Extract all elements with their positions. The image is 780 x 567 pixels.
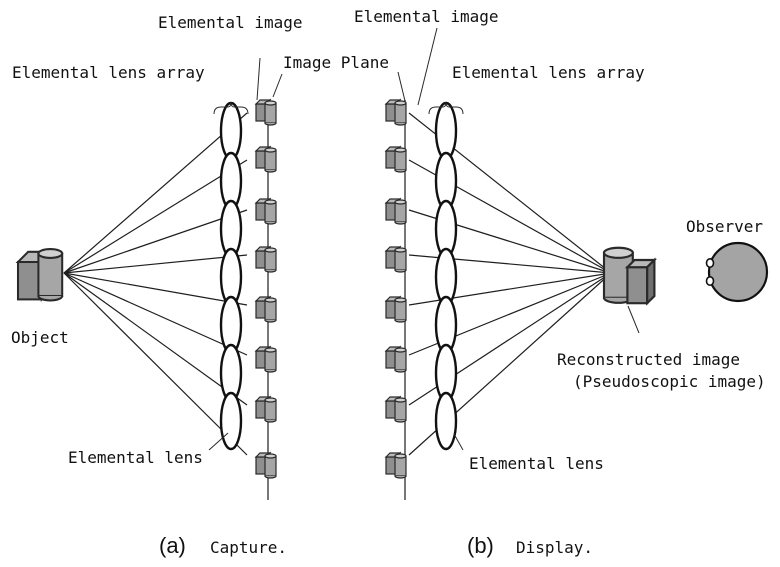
capture-ray-6 xyxy=(63,272,248,356)
reconstructed-image-block xyxy=(602,246,658,306)
display-elemental-image-block-5 xyxy=(384,295,407,323)
capture-elemental-lens-array xyxy=(219,101,243,451)
label-reconstructed-image-line1: Reconstructed image xyxy=(557,350,740,369)
label-capture-elemental-lens: Elemental lens xyxy=(68,448,203,467)
capture-image-plane-leader xyxy=(272,73,283,98)
capture-ray-2 xyxy=(63,159,248,274)
capture-elemental-lens-1 xyxy=(219,101,243,161)
capture-elemental-image-block-4 xyxy=(254,245,277,273)
capture-elemental-image-leader xyxy=(256,57,261,101)
capture-rays xyxy=(63,112,248,456)
observer xyxy=(705,241,769,303)
display-image-plane-leader xyxy=(397,71,406,102)
capture-ray-3 xyxy=(63,209,248,274)
label-display-elemental-image: Elemental image xyxy=(354,7,499,26)
label-reconstructed-image-line2: (Pseudoscopic image) xyxy=(573,372,766,391)
display-elemental-image-block-8 xyxy=(384,451,407,479)
caption-capture-word: Capture. xyxy=(210,538,287,557)
display-elemental-lens-7 xyxy=(434,391,458,451)
label-object: Object xyxy=(11,328,69,347)
display-elemental-images xyxy=(384,98,407,479)
label-display-elemental-lens: Elemental lens xyxy=(469,454,604,473)
capture-elemental-image-block-8 xyxy=(254,451,277,479)
reconstructed-image-leader xyxy=(627,305,640,334)
capture-elemental-image-block-2 xyxy=(254,145,277,173)
display-elemental-image-block-3 xyxy=(384,197,407,225)
capture-ray-4 xyxy=(63,254,248,274)
capture-lens-array-brace xyxy=(213,101,249,115)
display-elemental-lens-leader xyxy=(453,433,464,451)
label-capture-lens-array: Elemental lens array xyxy=(12,63,205,82)
label-capture-elemental-image: Elemental image xyxy=(158,13,303,32)
capture-elemental-lens-7 xyxy=(219,391,243,451)
display-elemental-image-block-4 xyxy=(384,245,407,273)
display-elemental-image-block-6 xyxy=(384,345,407,373)
capture-elemental-images xyxy=(254,98,277,479)
label-capture-image-plane: Image Plane xyxy=(283,53,389,72)
caption-display-marker: (b) xyxy=(467,533,494,558)
capture-elemental-image-block-3 xyxy=(254,197,277,225)
display-elemental-image-block-2 xyxy=(384,145,407,173)
caption-display-word: Display. xyxy=(516,538,593,557)
capture-elemental-image-block-5 xyxy=(254,295,277,323)
caption-capture-marker: (a) xyxy=(159,533,186,558)
capture-ray-8 xyxy=(63,272,248,456)
capture-ray-5 xyxy=(63,272,248,306)
display-elemental-image-block-1 xyxy=(384,98,407,126)
label-display-lens-array: Elemental lens array xyxy=(452,63,645,82)
display-lens-array-brace xyxy=(428,101,464,115)
capture-ray-7 xyxy=(63,272,248,406)
display-elemental-image-leader xyxy=(417,27,438,106)
capture-elemental-image-block-6 xyxy=(254,345,277,373)
capture-elemental-image-block-7 xyxy=(254,395,277,423)
capture-ray-1 xyxy=(63,112,248,274)
label-observer: Observer xyxy=(686,217,763,236)
capture-elemental-lens-leader xyxy=(208,432,229,451)
display-elemental-image-block-7 xyxy=(384,395,407,423)
display-elemental-lens-array xyxy=(434,101,458,451)
capture-elemental-image-block-1 xyxy=(254,98,277,126)
object-block xyxy=(15,248,64,302)
display-elemental-lens-1 xyxy=(434,101,458,161)
